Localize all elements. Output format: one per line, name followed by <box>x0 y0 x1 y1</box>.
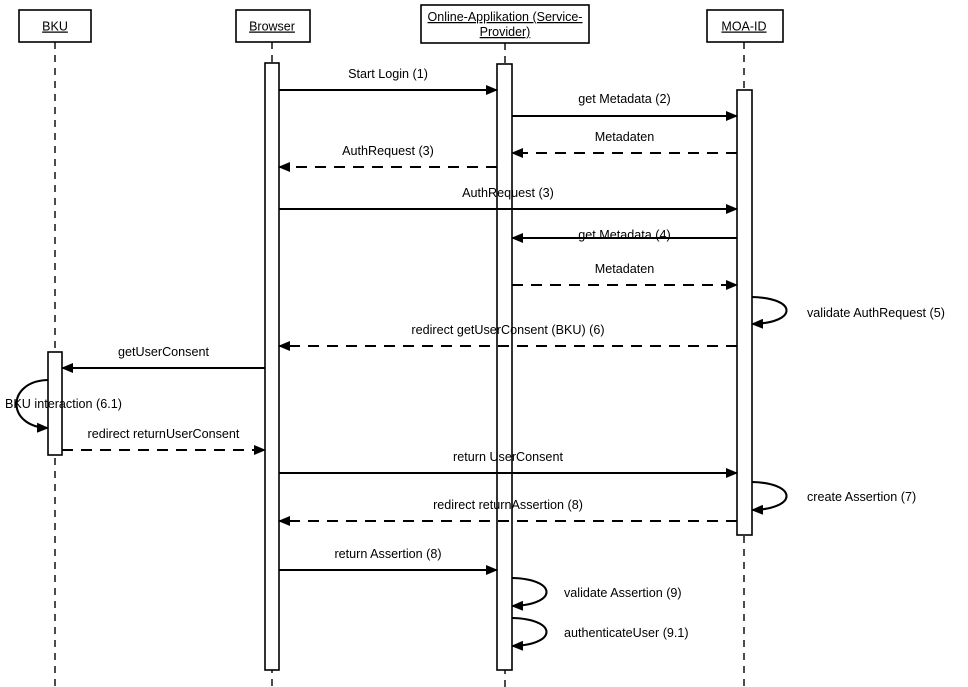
lifeline-header-bku: BKU <box>18 9 92 43</box>
self-message-9.1: authenticateUser (9.1) <box>511 616 689 651</box>
lifeline-label: MOA-ID <box>721 20 766 34</box>
self-message-label: validate Assertion (9) <box>564 586 682 600</box>
message-label: getUserConsent <box>118 345 210 359</box>
self-message-loop <box>751 295 788 329</box>
lifeline-headers: BKU Browser Online-Applikation (Service-Pr… <box>18 4 784 44</box>
message-1: Start Login (1) <box>279 67 498 95</box>
self-message-label: create Assertion (7) <box>807 490 916 504</box>
self-message-loop <box>511 576 548 611</box>
self-message-loop <box>511 616 548 651</box>
message-label: Start Login (1) <box>348 67 428 81</box>
self-message-label: validate AuthRequest (5) <box>807 306 945 320</box>
self-message-loop <box>15 378 49 433</box>
lifeline-box <box>235 9 311 43</box>
message-label: redirect getUserConsent (BKU) (6) <box>411 323 604 337</box>
message-label: get Metadata (2) <box>578 92 670 106</box>
message-4: get Metadata (4) <box>511 228 737 243</box>
activation-bar-moaid <box>736 89 753 536</box>
message-6a: getUserConsent <box>61 345 265 373</box>
message-3b: AuthRequest (3) <box>279 186 738 214</box>
message-label: return UserConsent <box>453 450 563 464</box>
self-message-6.1: BKU interaction (6.1) <box>5 378 122 433</box>
message-4r: Metadaten <box>512 262 738 290</box>
self-message-loop <box>751 480 788 515</box>
message-label: Metadaten <box>595 262 655 276</box>
message-label: redirect returnAssertion (8) <box>433 498 583 512</box>
lifeline-header-moaid: MOA-ID <box>706 9 784 43</box>
self-message-loops: validate AuthRequest (5) BKU interaction … <box>5 295 945 651</box>
message-label: get Metadata (4) <box>578 228 670 242</box>
message-label: Metadaten <box>595 130 655 144</box>
self-message-5: validate AuthRequest (5) <box>751 295 945 329</box>
lifeline-label: Browser <box>249 20 295 34</box>
message-2r: Metadaten <box>511 130 737 158</box>
message-6: redirect getUserConsent (BKU) (6) <box>278 323 737 351</box>
lifeline-label: BKU <box>42 20 68 34</box>
lifeline-header-browser: Browser <box>235 9 311 43</box>
activation-bar-oa <box>496 63 513 671</box>
activation-bars <box>47 62 753 671</box>
message-label: AuthRequest (3) <box>342 144 434 158</box>
lifeline-box <box>706 9 784 43</box>
message-label: return Assertion (8) <box>334 547 441 561</box>
message-2: get Metadata (2) <box>512 92 738 121</box>
self-message-9: validate Assertion (9) <box>511 576 682 611</box>
message-6b: redirect returnUserConsent <box>62 427 266 455</box>
lifeline-box <box>18 9 92 43</box>
message-6c: return UserConsent <box>279 450 738 478</box>
activation-bar-browser <box>264 62 280 671</box>
message-3a: AuthRequest (3) <box>278 144 497 172</box>
self-message-label: authenticateUser (9.1) <box>564 626 689 640</box>
lifeline-header-oa: Online-Applikation (Service-Provider) <box>420 4 590 44</box>
message-8b: return Assertion (8) <box>279 547 498 575</box>
lifeline-label: Provider) <box>480 25 531 39</box>
activation-bar-bku <box>47 351 63 456</box>
lifeline-label: Online-Applikation (Service- <box>428 10 583 24</box>
message-label: redirect returnUserConsent <box>88 427 240 441</box>
message-label: AuthRequest (3) <box>462 186 554 200</box>
message-arrows: Start Login (1) get Metadata (2) Metadaten… <box>61 67 738 575</box>
message-8a: redirect returnAssertion (8) <box>278 498 737 526</box>
self-message-7: create Assertion (7) <box>751 480 916 515</box>
self-message-label: BKU interaction (6.1) <box>5 397 122 411</box>
